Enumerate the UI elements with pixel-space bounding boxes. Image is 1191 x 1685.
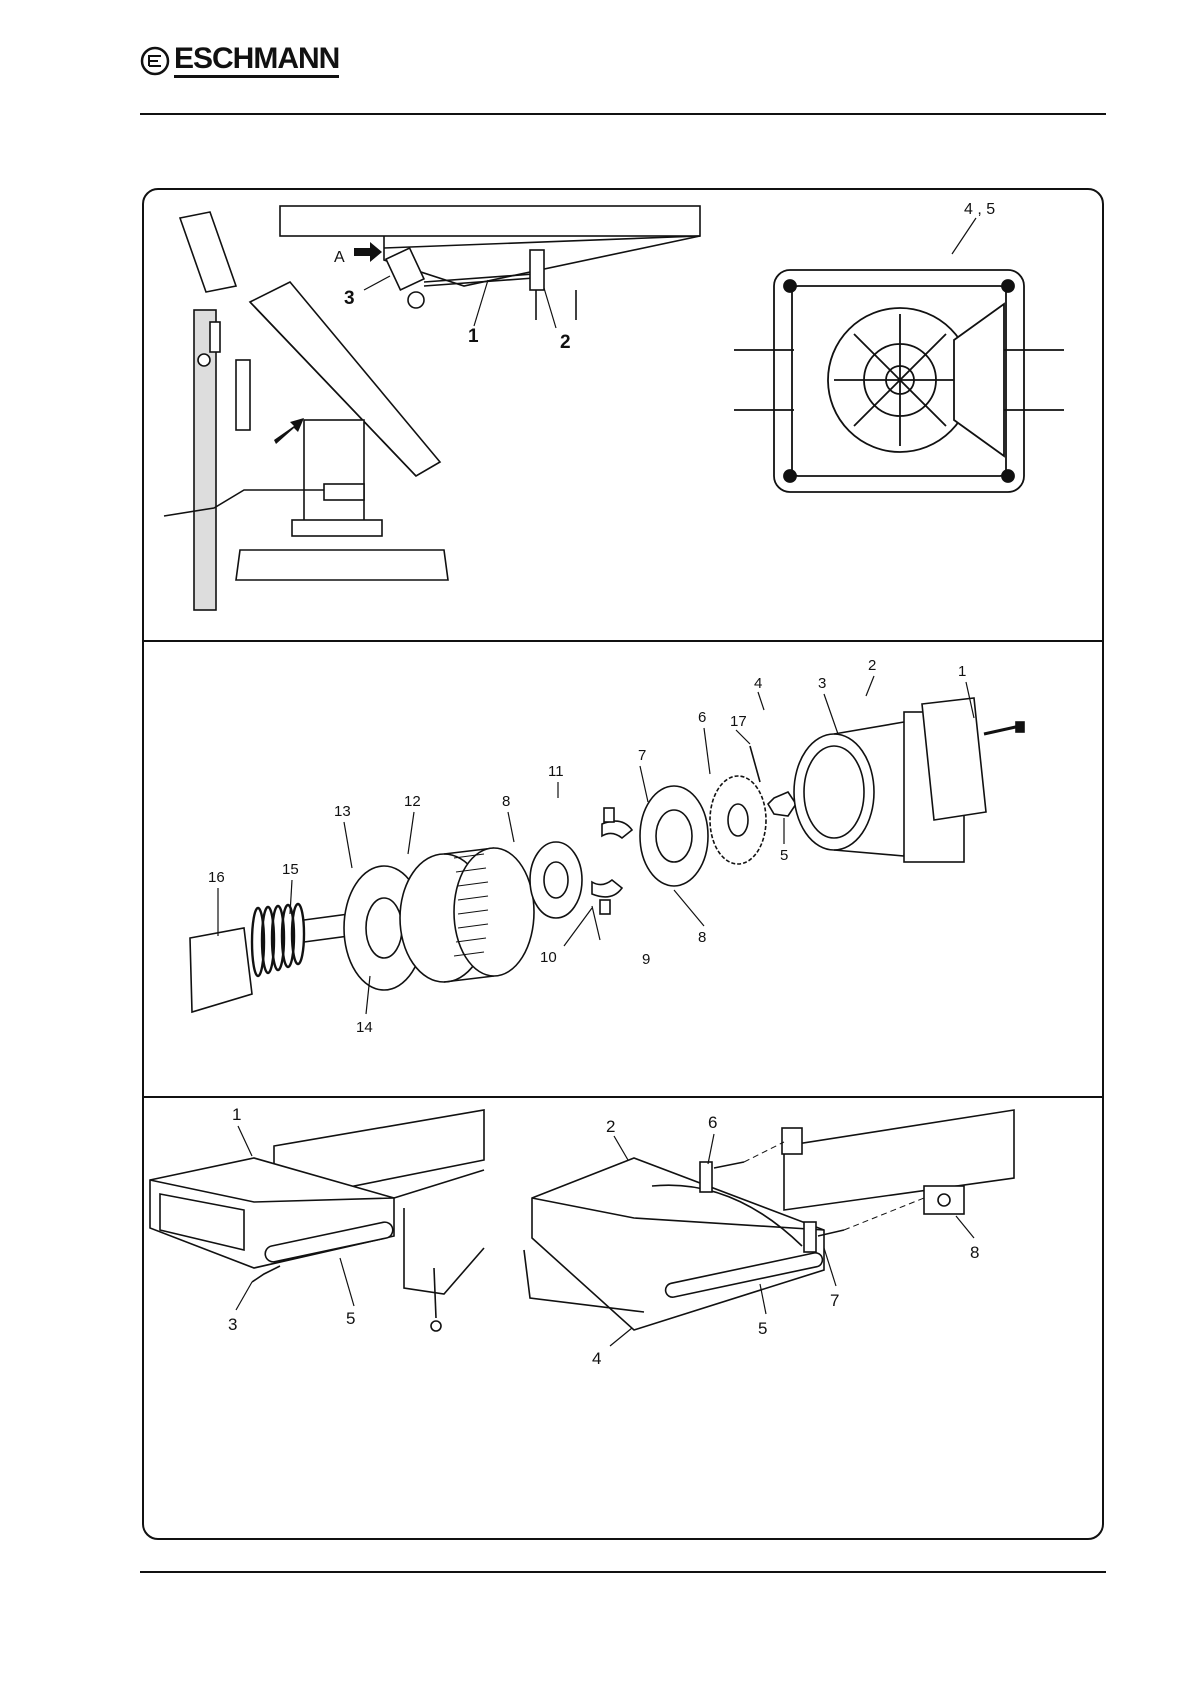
label-a: A [334, 249, 345, 266]
label-right-4: 4 [592, 1349, 601, 1368]
label-2: 2 [868, 657, 876, 674]
brand-logo: ESCHMANN [140, 44, 339, 78]
label-5: 5 [780, 847, 788, 864]
label-right-5: 5 [758, 1319, 767, 1338]
label-14: 14 [356, 1019, 373, 1036]
label-17: 17 [730, 713, 747, 730]
label-1: 1 [468, 326, 479, 347]
label-1: 1 [958, 663, 966, 680]
label-8-large: 8 [698, 929, 706, 946]
label-right-2: 2 [606, 1117, 615, 1136]
header-rule [140, 113, 1106, 115]
label-10: 10 [540, 949, 557, 966]
label-left-1: 1 [232, 1105, 241, 1124]
panel-table-tilt: A 3 1 2 [144, 190, 1102, 640]
label-11: 11 [548, 763, 564, 780]
label-16: 16 [208, 869, 225, 886]
label-9: 9 [642, 951, 650, 968]
side-extension-illustration: 1 3 5 2 6 7 8 4 5 [144, 1098, 1104, 1538]
exploded-assembly-illustration: 16 15 13 12 8 11 7 6 17 4 3 2 1 5 8 9 10… [144, 642, 1104, 1096]
label-2: 2 [560, 332, 571, 353]
label-left-5: 5 [346, 1309, 355, 1328]
label-15: 15 [282, 861, 299, 878]
panel-exploded-assembly: 16 15 13 12 8 11 7 6 17 4 3 2 1 5 8 9 10… [144, 642, 1102, 1096]
label-7: 7 [638, 747, 646, 764]
label-3: 3 [818, 675, 826, 692]
label-right-8: 8 [970, 1243, 979, 1262]
label-12: 12 [404, 793, 421, 810]
label-6: 6 [698, 709, 706, 726]
label-4-5: 4 , 5 [964, 201, 995, 218]
label-right-6: 6 [708, 1113, 717, 1132]
eschmann-emblem-icon [140, 46, 170, 76]
label-8-small: 8 [502, 793, 510, 810]
label-right-7: 7 [830, 1291, 839, 1310]
label-4: 4 [754, 675, 762, 692]
footer-rule [140, 1571, 1106, 1573]
label-13: 13 [334, 803, 351, 820]
brand-name: ESCHMANN [174, 44, 339, 78]
panel-side-extension: 1 3 5 2 6 7 8 4 5 [144, 1098, 1102, 1538]
figure-frame: A 3 1 2 [142, 188, 1104, 1540]
table-tilt-illustration: A 3 1 2 [144, 190, 1104, 640]
label-left-3: 3 [228, 1315, 237, 1334]
label-3: 3 [344, 288, 355, 309]
